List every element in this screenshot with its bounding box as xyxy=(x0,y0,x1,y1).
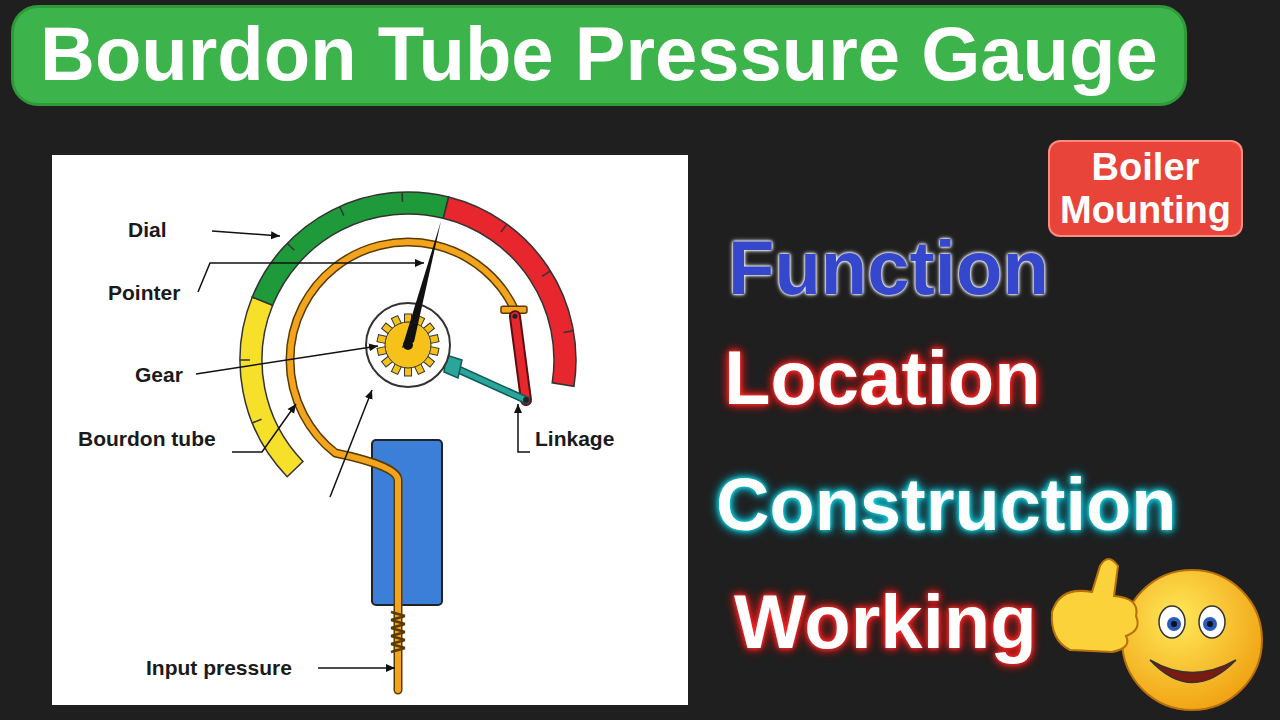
leader-line xyxy=(518,404,530,452)
emoji-iris xyxy=(1167,617,1181,631)
topic-heading: Working xyxy=(734,578,1037,665)
bourdon-tube-outline xyxy=(290,242,515,690)
leader-line xyxy=(232,404,296,452)
dial-tick xyxy=(501,224,507,232)
emoji-pupil xyxy=(1207,621,1213,627)
part-label: Bourdon tube xyxy=(78,427,216,451)
part-label: Gear xyxy=(135,363,183,387)
part-label: Pointer xyxy=(108,281,180,305)
bourdon-tube xyxy=(290,242,515,690)
part-label: Linkage xyxy=(535,427,614,451)
leader-line xyxy=(196,346,378,374)
leader-line xyxy=(198,263,424,292)
topic-heading: Function xyxy=(728,224,1049,311)
leader-line xyxy=(212,231,280,236)
part-label: Dial xyxy=(128,218,167,242)
dial-tick xyxy=(287,243,294,250)
linkage-pin xyxy=(512,314,517,319)
title-banner: Bourdon Tube Pressure Gauge xyxy=(14,8,1184,103)
emoji-eye xyxy=(1159,606,1185,638)
leader-line xyxy=(318,667,395,669)
dial-tick xyxy=(564,331,574,333)
topic-heading: Location xyxy=(724,334,1041,421)
emoji-pupil xyxy=(1171,621,1177,627)
thumbs-up-hand xyxy=(1052,559,1138,652)
dial-tick xyxy=(542,271,550,276)
leader-line xyxy=(330,390,372,497)
dial-tick xyxy=(252,419,261,423)
emoji-iris xyxy=(1203,617,1217,631)
dial-tick xyxy=(240,359,250,361)
dial-tick xyxy=(401,192,403,202)
sector-outline xyxy=(455,368,526,400)
emoji-mouth xyxy=(1150,660,1236,683)
linkage-bar xyxy=(515,316,526,400)
diagram-panel xyxy=(52,155,688,705)
topic-heading: Construction xyxy=(716,462,1176,547)
sector-link xyxy=(455,368,526,400)
tag-text: Boiler Mounting xyxy=(1060,146,1231,231)
tag-box: Boiler Mounting xyxy=(1050,142,1241,235)
title-text: Bourdon Tube Pressure Gauge xyxy=(40,10,1158,97)
dial-tick xyxy=(340,207,344,216)
gear-housing xyxy=(366,303,450,387)
thread-coil xyxy=(391,612,405,652)
emoji-face xyxy=(1122,570,1262,710)
linkage-pin xyxy=(523,397,529,403)
linkage-outline xyxy=(515,316,526,400)
pointer-hub xyxy=(403,340,413,350)
part-label: Input pressure xyxy=(146,656,292,680)
emoji-eye xyxy=(1199,606,1225,638)
pointer-needle xyxy=(402,221,441,348)
dial-band xyxy=(252,192,448,305)
